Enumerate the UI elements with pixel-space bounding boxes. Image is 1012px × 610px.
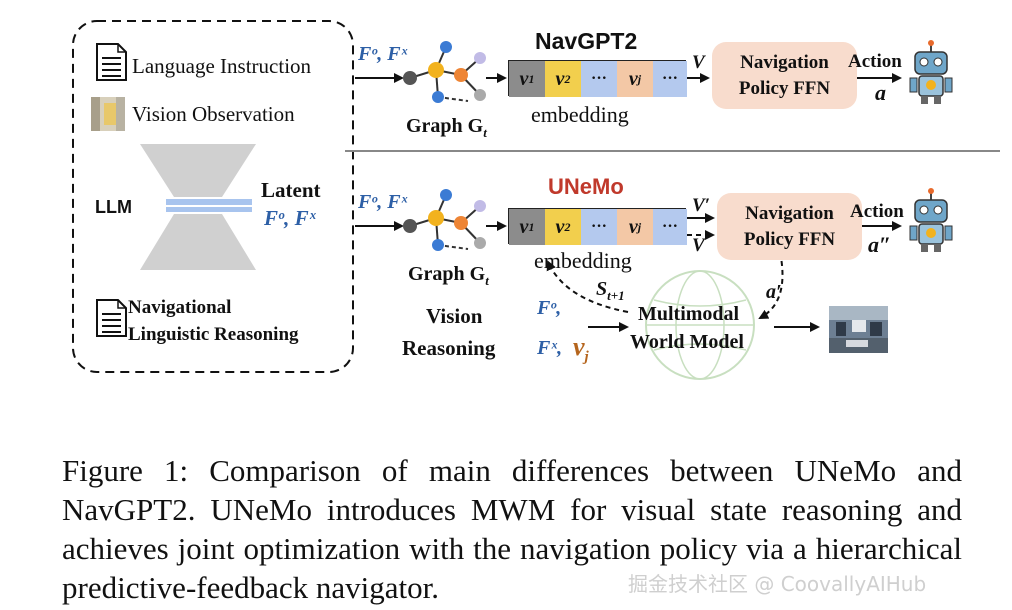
token-cell: ··· xyxy=(653,209,687,245)
bottom-action-symbol: a″ xyxy=(868,232,892,257)
bottom-policy-ffn: Navigation Policy FFN xyxy=(717,193,862,260)
robot-icon xyxy=(909,40,953,104)
vision-reasoning-line2: Reasoning xyxy=(402,336,496,360)
unemo-title: UNeMo xyxy=(548,174,624,199)
navigational-line2: Linguistic Reasoning xyxy=(128,324,299,345)
v-prime-label: V′ xyxy=(692,195,711,216)
top-v-label: V xyxy=(692,52,705,73)
llm-hourglass xyxy=(140,144,256,270)
bottom-action-label: Action xyxy=(850,201,904,222)
room-image-thumbnail xyxy=(829,306,888,353)
graph-icon xyxy=(403,189,486,251)
top-policy-ffn: Navigation Policy FFN xyxy=(712,42,857,109)
left-panel-frame xyxy=(72,20,354,373)
navgpt2-title: NavGPT2 xyxy=(535,28,638,54)
latent-features: Fᵒ, Fˣ xyxy=(264,206,316,230)
token-cell: ··· xyxy=(581,61,618,97)
bottom-graph-label: Graph Gt xyxy=(408,263,489,288)
top-action-label: Action xyxy=(848,51,902,72)
bottom-features: Fᵒ, Fˣ xyxy=(358,191,408,213)
vision-reasoning-line1: Vision xyxy=(426,304,483,328)
world-model-label: World Model xyxy=(630,331,744,353)
bottom-fo: Fᵒ, xyxy=(537,297,562,319)
latent-label: Latent xyxy=(261,178,321,202)
top-graph-label: Graph Gt xyxy=(406,115,487,140)
document-icon xyxy=(96,299,127,337)
navigational-line1: Navigational xyxy=(128,297,232,318)
multimodal-label: Multimodal xyxy=(638,303,740,325)
llm-label: LLM xyxy=(95,197,132,217)
graph-icon xyxy=(403,41,486,103)
language-instruction-label: Language Instruction xyxy=(132,54,312,78)
globe-icon xyxy=(645,270,755,380)
top-action-symbol: a xyxy=(875,80,886,105)
token-cell: ··· xyxy=(653,61,687,97)
bottom-vj: vj xyxy=(573,332,589,366)
top-embedding-label: embedding xyxy=(531,102,629,127)
figure: Language Instruction Vision Observation … xyxy=(72,20,1000,380)
figure-caption: Figure 1: Comparison of main differences… xyxy=(62,453,962,605)
watermark: 掘金技术社区 @ CoovallyAIHub xyxy=(628,572,927,596)
token-cell: ··· xyxy=(581,209,618,245)
a-prime-label: a′ xyxy=(766,281,782,303)
figure-graphics xyxy=(72,20,1000,380)
vision-observation-label: Vision Observation xyxy=(132,102,295,126)
bottom-fx: Fˣ, xyxy=(537,337,563,359)
document-icon xyxy=(96,43,127,81)
vision-observation-thumbnail xyxy=(91,97,125,131)
top-features: Fᵒ, Fˣ xyxy=(358,43,408,65)
bottom-v-label: V xyxy=(692,235,705,256)
robot-icon xyxy=(909,188,953,252)
bottom-embedding-label: embedding xyxy=(534,248,632,273)
state-label: St+1 xyxy=(596,278,625,303)
